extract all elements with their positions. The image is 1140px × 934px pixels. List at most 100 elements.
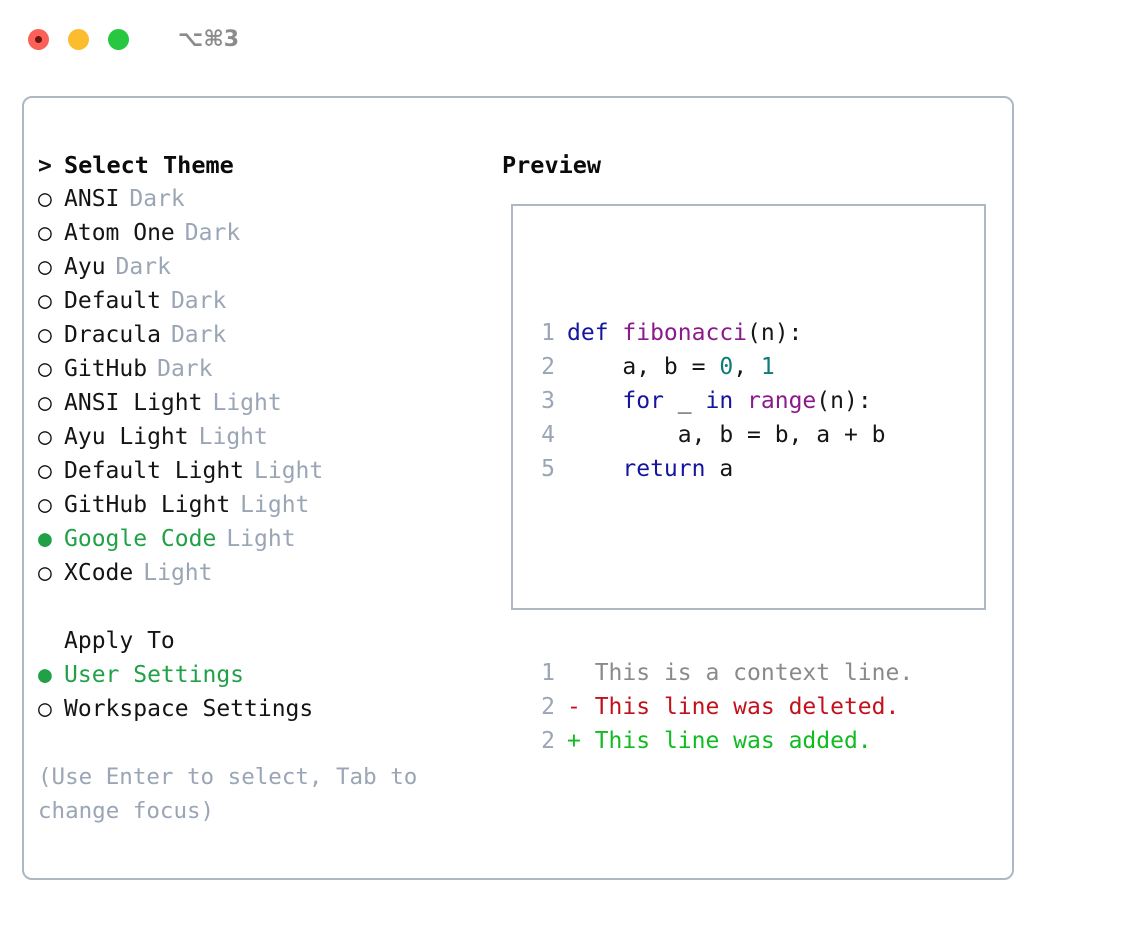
theme-list-item[interactable]: ● Google Code Light — [38, 522, 488, 556]
radio-selected-icon: ● — [38, 526, 52, 552]
apply-to-item[interactable]: ○ Workspace Settings — [38, 692, 488, 726]
code-gutter-space — [555, 350, 567, 384]
apply-to-header-label: Apply To — [64, 628, 175, 654]
theme-list-item[interactable]: ○ Default Light Light — [38, 454, 488, 488]
code-line: 5 return a — [529, 452, 913, 486]
diff-lines: 1 This is a context line. 2 - This line w… — [529, 656, 913, 758]
code-gutter-space — [555, 452, 567, 486]
theme-variant-badge: Light — [212, 390, 282, 416]
theme-variant-badge: Dark — [170, 288, 227, 314]
radio-unselected-icon: ○ — [38, 560, 52, 586]
code-line: 3 for _ in range(n): — [529, 384, 913, 418]
radio-unselected-icon: ○ — [38, 390, 52, 416]
line-number: 4 — [541, 422, 555, 448]
theme-variant-badge: Light — [254, 458, 324, 484]
apply-to-header-indent: ○ — [38, 624, 64, 658]
select-theme-header-label: Select Theme — [64, 151, 234, 179]
code-token: , — [733, 354, 761, 380]
code-token: _ — [663, 388, 706, 414]
maximize-window-button[interactable] — [108, 28, 129, 50]
theme-variant-badge: Dark — [115, 254, 171, 280]
apply-to-list: ●User Settings ○ Workspace Settings — [38, 658, 488, 726]
code-token: in — [705, 388, 734, 414]
minimize-window-button[interactable] — [68, 28, 89, 50]
diff-sign: - — [567, 694, 581, 720]
radio-unselected-icon: ○ — [38, 322, 52, 348]
line-number: 2 — [541, 694, 555, 720]
code-token: a — [705, 456, 734, 482]
code-token: fibonacci — [622, 320, 748, 346]
apply-to-item-label: Workspace Settings — [64, 696, 314, 722]
diff-gutter-space — [555, 724, 567, 758]
section-spacer — [38, 590, 488, 624]
radio-unselected-icon: ○ — [38, 458, 52, 484]
preview-column: Preview — [502, 148, 1002, 182]
theme-list-item-label: ANSI Light — [64, 390, 203, 416]
apply-to-item[interactable]: ●User Settings — [38, 658, 488, 692]
line-number: 1 — [541, 660, 555, 686]
theme-list-item[interactable]: ○ ANSI Light Light — [38, 386, 488, 420]
code-token: def — [567, 320, 623, 346]
theme-variant-badge: Light — [226, 526, 296, 552]
diff-gutter-space — [555, 656, 567, 690]
diff-sign: + — [567, 728, 581, 754]
theme-list-item-label: Ayu — [64, 254, 106, 280]
diff-line: 2 - This line was deleted. — [529, 690, 913, 724]
theme-variant-badge: Light — [240, 492, 310, 518]
code-token: 0 — [719, 354, 734, 380]
code-line: 4 a, b = b, a + b — [529, 418, 913, 452]
preview-box: 1 def fibonacci(n): 2 a, b = 0, 1 3 for _ … — [511, 204, 986, 754]
code-gutter-space — [555, 384, 567, 418]
code-token — [733, 388, 747, 414]
keyboard-shortcut-label: ⌥⌘3 — [178, 26, 240, 52]
code-line: 1 def fibonacci(n): — [529, 316, 913, 350]
close-window-button[interactable] — [28, 28, 49, 50]
select-theme-header: > Select Theme — [38, 148, 488, 182]
code-gutter-space — [555, 418, 567, 452]
code-token: a, b = b, a + b — [567, 422, 886, 448]
diff-gutter-space — [555, 690, 567, 724]
cursor-prompt-icon: > — [38, 153, 52, 179]
theme-variant-badge: Dark — [157, 356, 213, 382]
diff-text: This is a context line. — [580, 660, 914, 686]
keyboard-hint-text: (Use Enter to select, Tab to change focu… — [38, 764, 418, 824]
radio-unselected-icon: ○ — [38, 356, 52, 382]
line-number: 2 — [541, 728, 555, 754]
diff-text: This line was added. — [580, 728, 872, 754]
theme-list-item[interactable]: ○ GitHub Dark — [38, 352, 488, 386]
code-token: (n): — [747, 320, 803, 346]
theme-list-item[interactable]: ○ Default Dark — [38, 284, 488, 318]
radio-unselected-icon: ○ — [38, 288, 52, 314]
theme-list-item-label: GitHub — [64, 356, 148, 382]
code-token: (n): — [816, 388, 872, 414]
theme-list-item-label: Default Light — [64, 458, 245, 484]
code-token: for — [622, 388, 664, 414]
code-gutter-space — [555, 316, 567, 350]
theme-list-item-label: Google Code — [64, 526, 217, 552]
line-number: 2 — [541, 354, 555, 380]
theme-list-item-label: XCode — [64, 560, 134, 586]
theme-list-item-label: ANSI — [64, 186, 120, 212]
diff-sign — [567, 660, 581, 686]
radio-unselected-icon: ○ — [38, 696, 52, 722]
code-token: a, b = — [567, 354, 720, 380]
theme-list-item-label: Default — [64, 288, 161, 314]
apply-to-header: ○ Apply To — [38, 624, 488, 658]
theme-variant-badge: Dark — [129, 186, 185, 212]
theme-variant-badge: Light — [198, 424, 268, 450]
theme-variant-badge: Dark — [184, 220, 241, 246]
traffic-lights — [28, 28, 129, 50]
code-token: return — [622, 456, 706, 482]
radio-unselected-icon: ○ — [38, 424, 52, 450]
radio-unselected-icon: ○ — [38, 492, 52, 518]
